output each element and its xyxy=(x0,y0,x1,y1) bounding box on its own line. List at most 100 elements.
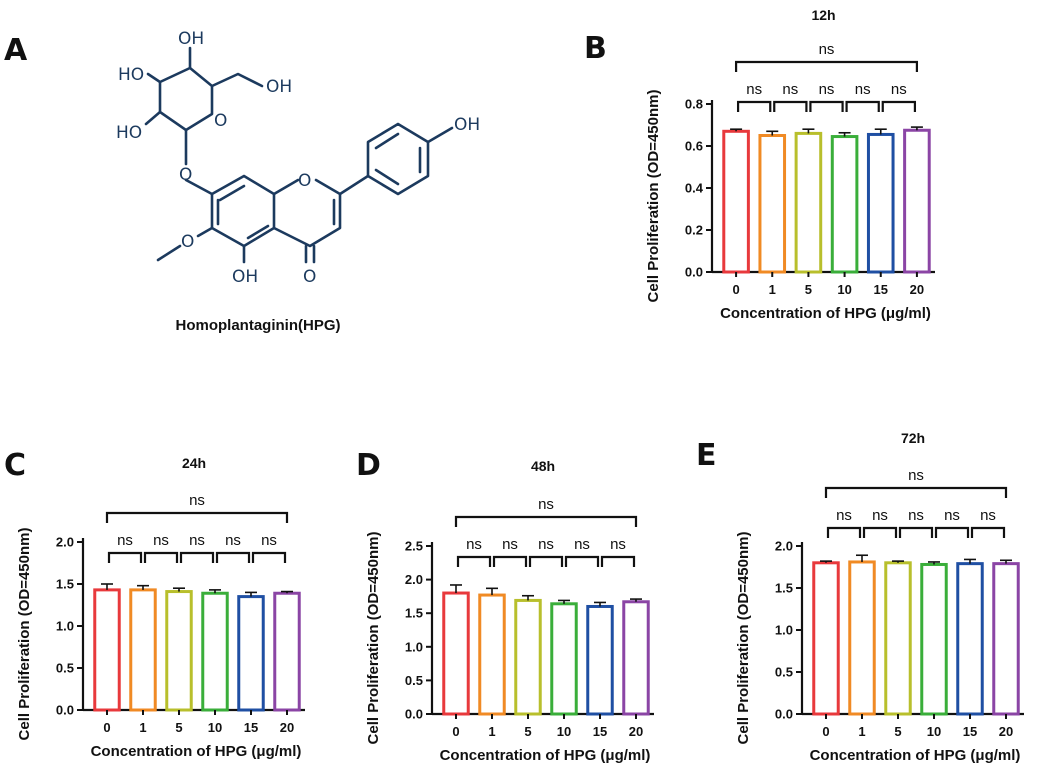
x-tick-label: 20 xyxy=(280,720,294,735)
x-tick-label: 15 xyxy=(963,724,977,739)
significance-bracket-overall xyxy=(734,60,919,72)
significance-label: ns xyxy=(836,507,852,524)
y-tick-label: 0.5 xyxy=(405,673,423,688)
chart-title: 12h xyxy=(811,7,835,23)
c-ring-bond xyxy=(272,178,342,248)
significance-label: ns xyxy=(819,41,835,58)
significance-bracket-pair xyxy=(564,555,600,567)
x-axis-label: Concentration of HPG (μg/ml) xyxy=(810,747,1021,764)
bar xyxy=(992,562,1020,716)
atom-label: O xyxy=(303,267,316,287)
bar xyxy=(884,561,912,716)
panel-letter-c: C xyxy=(4,448,26,483)
y-tick-label: 1.5 xyxy=(405,606,423,621)
significance-bracket-pair xyxy=(143,551,179,563)
significance-label: ns xyxy=(117,532,133,549)
significance-label: ns xyxy=(819,81,835,98)
bar xyxy=(722,129,750,274)
x-tick-label: 15 xyxy=(244,720,258,735)
bar xyxy=(812,561,840,716)
y-tick-label: 1.5 xyxy=(56,577,74,592)
significance-label: ns xyxy=(225,532,241,549)
x-tick-label: 5 xyxy=(175,720,182,735)
significance-bracket-pair xyxy=(179,551,215,563)
atom-label: OH xyxy=(232,267,258,287)
significance-bracket-pair xyxy=(251,551,287,563)
b-ring-link-bond xyxy=(338,174,370,196)
y-axis-label: Cell Proliferation (OD=450nm) xyxy=(645,90,662,303)
significance-bracket-pair xyxy=(881,100,917,112)
b-ring-double-bond xyxy=(374,132,422,186)
molecule-caption: Homoplantaginin(HPG) xyxy=(176,317,341,334)
x-tick-label: 10 xyxy=(927,724,941,739)
significance-bracket-pair xyxy=(862,526,898,538)
bar xyxy=(165,590,193,712)
bar xyxy=(129,588,157,712)
x-tick-label: 15 xyxy=(593,724,607,739)
bar xyxy=(201,591,229,712)
significance-label: ns xyxy=(855,81,871,98)
significance-bracket-pair xyxy=(736,100,772,112)
carbonyl-bond xyxy=(304,244,316,264)
x-axis-label: Concentration of HPG (μg/ml) xyxy=(91,743,302,760)
y-tick-label: 0.8 xyxy=(685,97,703,112)
panel-letter-e: E xyxy=(696,438,717,473)
atom-label: O xyxy=(298,171,311,191)
bar xyxy=(550,602,578,716)
y-tick-label: 0.4 xyxy=(685,181,704,196)
significance-bracket-overall xyxy=(454,515,638,527)
sugar-oh-bond xyxy=(146,72,162,84)
y-tick-label: 0.0 xyxy=(775,707,793,722)
x-tick-label: 15 xyxy=(874,282,888,297)
significance-bracket-pair xyxy=(934,526,970,538)
bar xyxy=(848,560,876,716)
significance-bracket-pair xyxy=(107,551,143,563)
bar xyxy=(514,598,542,716)
x-tick-label: 0 xyxy=(452,724,459,739)
chart-title: 24h xyxy=(182,455,206,471)
significance-bracket-pair xyxy=(528,555,564,567)
significance-label: ns xyxy=(153,532,169,549)
significance-bracket-pair xyxy=(600,555,636,567)
y-tick-label: 2.0 xyxy=(56,535,74,550)
significance-label: ns xyxy=(891,81,907,98)
panel-letter-a: A xyxy=(4,33,28,68)
significance-label: ns xyxy=(574,536,590,553)
x-tick-label: 1 xyxy=(488,724,495,739)
atom-label: HO xyxy=(118,65,144,85)
bar xyxy=(442,591,470,716)
y-tick-label: 0.2 xyxy=(685,223,703,238)
bar xyxy=(866,132,895,274)
x-tick-label: 5 xyxy=(805,282,812,297)
atom-label: OH xyxy=(454,115,480,135)
significance-label: ns xyxy=(872,507,888,524)
glycosidic-bond xyxy=(184,178,214,196)
y-tick-label: 0.6 xyxy=(685,139,703,154)
significance-bracket-pair xyxy=(215,551,251,563)
y-tick-label: 1.5 xyxy=(775,581,793,596)
sugar-oh-bond xyxy=(144,110,162,126)
significance-bracket-pair xyxy=(826,526,862,538)
bar xyxy=(830,135,859,274)
significance-bracket-pair xyxy=(492,555,528,567)
significance-bracket-overall xyxy=(824,486,1008,498)
bar xyxy=(920,562,948,716)
x-tick-label: 20 xyxy=(629,724,643,739)
panel-letter-b: B xyxy=(584,31,607,66)
significance-bracket-pair xyxy=(809,100,844,112)
y-tick-label: 1.0 xyxy=(56,619,74,634)
significance-label: ns xyxy=(466,536,482,553)
y-axis-label: Cell Proliferation (OD=450nm) xyxy=(365,532,382,745)
hydroxy-bond xyxy=(426,126,454,144)
y-tick-label: 0.0 xyxy=(405,707,423,722)
x-tick-label: 20 xyxy=(999,724,1013,739)
chart-title: 48h xyxy=(531,458,555,474)
significance-label: ns xyxy=(538,536,554,553)
x-axis-label: Concentration of HPG (μg/ml) xyxy=(720,305,931,322)
y-tick-label: 0.0 xyxy=(685,265,703,280)
x-tick-label: 10 xyxy=(557,724,571,739)
significance-label: ns xyxy=(782,81,798,98)
